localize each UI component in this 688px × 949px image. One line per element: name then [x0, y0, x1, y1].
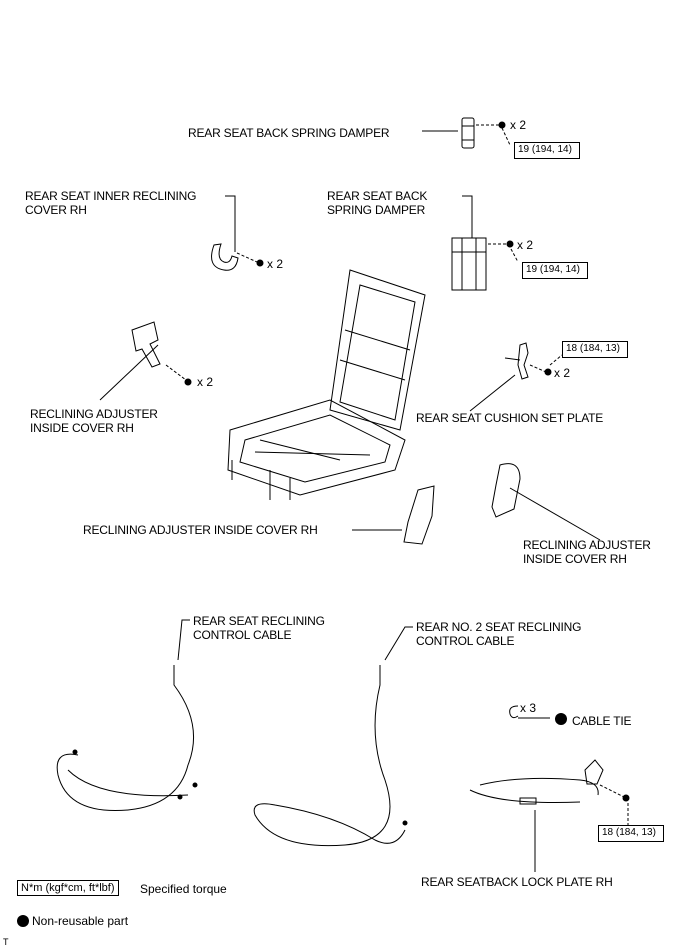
label-inner-reclining-cover-line1: REAR SEAT INNER RECLINING	[25, 189, 197, 203]
label-inner-reclining-cover-line2: COVER RH	[25, 203, 87, 217]
qty-mid-damper: x 2	[517, 238, 534, 252]
torque-value-cushion-plate: 18 (184, 13)	[566, 343, 620, 354]
torque-value-top-damper: 19 (194, 14)	[518, 144, 572, 155]
adjuster-cover-center-part	[403, 485, 435, 545]
torque-value-lock-plate: 18 (184, 13)	[602, 827, 656, 838]
torque-box-cushion-plate: 18 (184, 13)	[562, 341, 628, 358]
label-no2-reclining-cable-line1: REAR NO. 2 SEAT RECLINING	[416, 620, 582, 634]
qty-cable-tie: x 3	[520, 701, 537, 715]
torque-box-lock-plate: 18 (184, 13)	[598, 825, 664, 842]
legend-torque-desc: Specified torque	[140, 882, 227, 896]
leader-lines	[99, 130, 601, 872]
adjuster-cover-left-part	[131, 321, 192, 386]
spring-damper-mid-part	[451, 237, 514, 291]
nonreusable-dot-icon	[555, 713, 567, 725]
label-adjuster-cover-left-line2: INSIDE COVER RH	[30, 421, 134, 435]
reclining-control-cable-part	[56, 665, 198, 812]
seat-frame-part	[227, 269, 426, 500]
label-spring-damper-top: REAR SEAT BACK SPRING DAMPER	[188, 126, 390, 140]
label-adjuster-cover-right-line2: INSIDE COVER RH	[523, 552, 627, 566]
label-adjuster-cover-left-line1: RECLINING ADJUSTER	[30, 407, 158, 421]
qty-inner-cover: x 2	[267, 257, 284, 271]
label-reclining-cable-line1: REAR SEAT RECLINING	[193, 614, 325, 628]
lock-plate-cable-part	[469, 759, 630, 805]
label-cushion-set-plate: REAR SEAT CUSHION SET PLATE	[416, 411, 604, 425]
torque-value-mid-damper: 19 (194, 14)	[526, 264, 580, 275]
footer-mark: T	[3, 937, 9, 947]
qty-top-damper: x 2	[510, 118, 527, 132]
label-no2-reclining-cable-line2: CONTROL CABLE	[416, 634, 515, 648]
adjuster-cover-right-part	[491, 463, 521, 518]
cushion-set-plate-part	[504, 342, 552, 380]
legend-nonreusable-desc: Non-reusable part	[32, 914, 129, 928]
legend-nonreusable-dot-icon	[17, 915, 29, 927]
qty-adjuster-left: x 2	[197, 375, 214, 389]
label-adjuster-cover-right-line1: RECLINING ADJUSTER	[523, 538, 651, 552]
label-spring-damper-mid-line1: REAR SEAT BACK	[327, 189, 428, 203]
cable-tie-part	[509, 705, 550, 719]
no2-reclining-control-cable-part	[253, 665, 408, 847]
label-spring-damper-mid-line2: SPRING DAMPER	[327, 203, 426, 217]
label-adjuster-cover-center: RECLINING ADJUSTER INSIDE COVER RH	[83, 523, 318, 537]
label-cable-tie: CABLE TIE	[572, 714, 632, 728]
label-reclining-cable-line2: CONTROL CABLE	[193, 628, 292, 642]
label-seatback-lock-plate: REAR SEATBACK LOCK PLATE RH	[421, 875, 613, 889]
legend-torque-unit-box: N*m (kgf*cm, ft*lbf)	[17, 880, 119, 896]
fastener-dashed-lines	[165, 124, 629, 825]
torque-box-mid-damper: 19 (194, 14)	[522, 262, 588, 279]
inner-reclining-cover-part	[211, 243, 264, 271]
spring-damper-top-part	[461, 117, 506, 149]
torque-box-top-damper: 19 (194, 14)	[514, 142, 580, 159]
qty-cushion-plate: x 2	[554, 366, 571, 380]
